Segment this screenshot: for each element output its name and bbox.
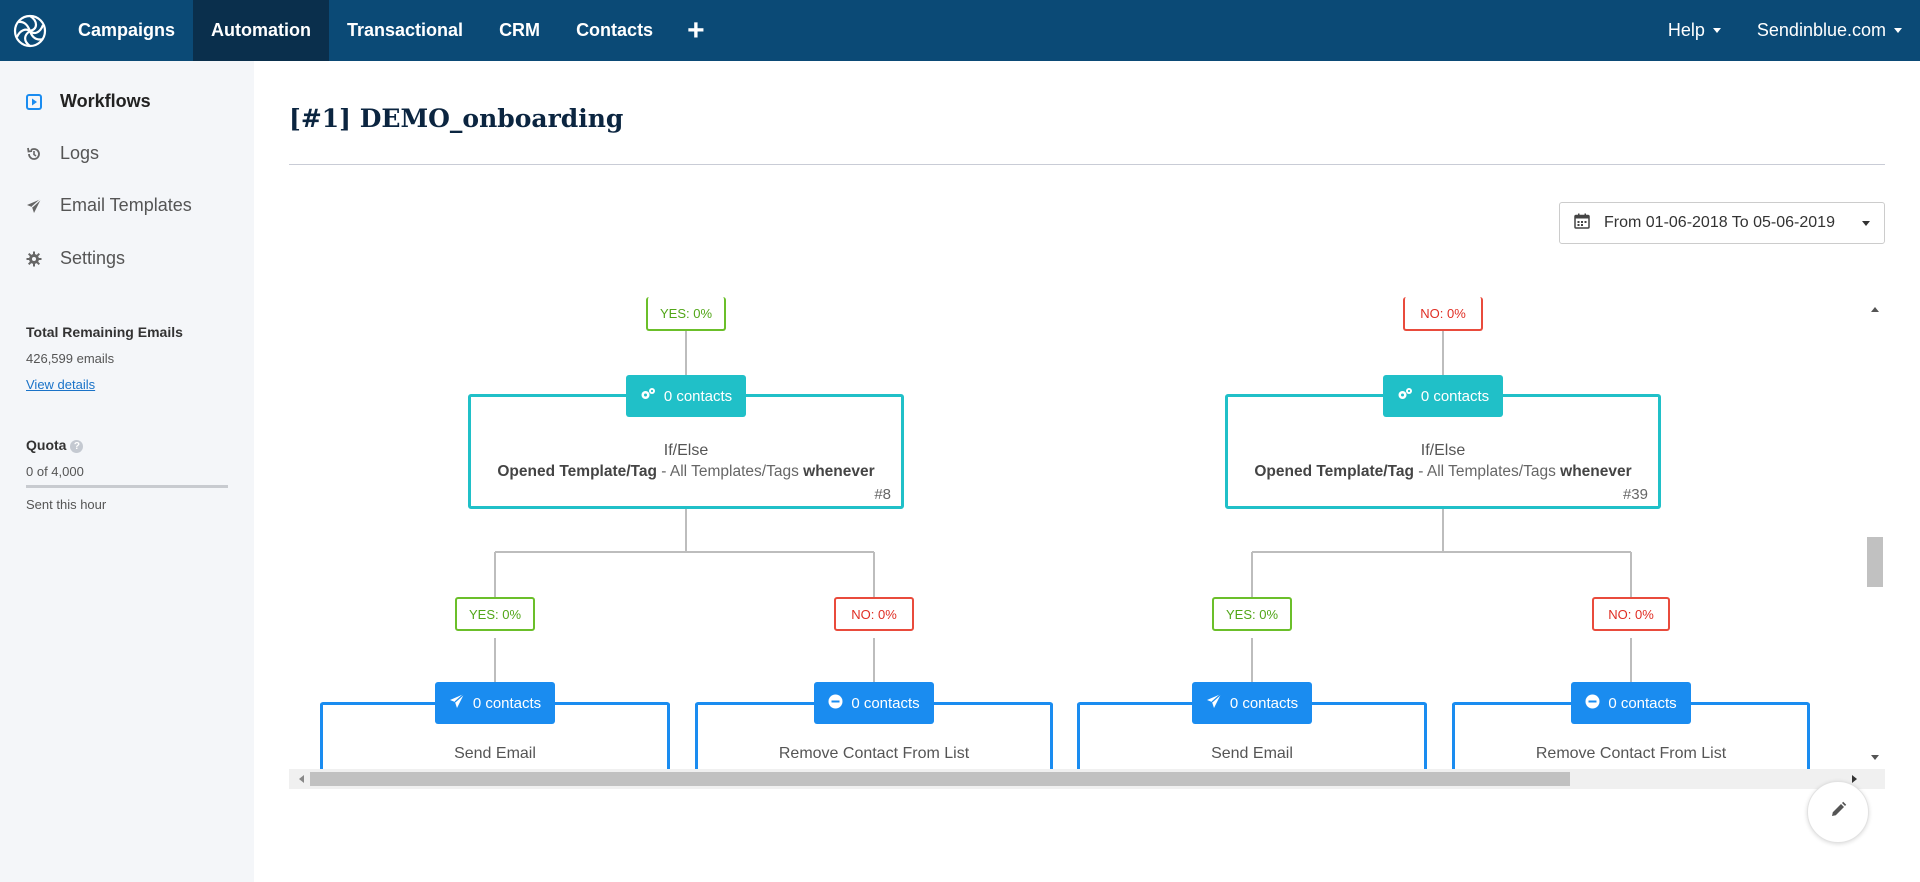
date-range-label: From 01-06-2018 To 05-06-2019 xyxy=(1604,214,1835,231)
step-description: Opened Template/Tag - All Templates/Tags… xyxy=(1228,463,1658,481)
step-type: Send Email xyxy=(454,745,536,762)
top-nav: Campaigns Automation Transactional CRM C… xyxy=(0,0,1920,61)
sidebar-item-email-templates[interactable]: Email Templates xyxy=(26,195,192,216)
quota-title: Quota? xyxy=(26,437,84,453)
contacts-count: 0 contacts xyxy=(1229,694,1299,712)
help-label: Help xyxy=(1667,20,1705,40)
contacts-count: 0 contacts xyxy=(663,387,733,405)
account-dropdown[interactable]: Sendinblue.com xyxy=(1739,20,1920,41)
horizontal-scrollbar[interactable] xyxy=(289,769,1885,789)
paper-plane-icon xyxy=(1206,693,1222,713)
step-type: If/Else xyxy=(1420,442,1466,459)
no-percent-tag: NO: 0% xyxy=(1403,297,1483,331)
condition-detail: - All Templates/Tags xyxy=(1413,463,1561,480)
nav-crm[interactable]: CRM xyxy=(499,20,541,40)
step-type: If/Else xyxy=(663,442,709,459)
help-icon[interactable]: ? xyxy=(70,439,84,453)
paper-plane-icon xyxy=(449,693,465,713)
contacts-count: 0 contacts xyxy=(1608,694,1677,712)
cogs-icon xyxy=(640,387,656,405)
sidebar-item-label: Logs xyxy=(60,143,100,163)
step-description: Opened Template/Tag - All Templates/Tags… xyxy=(471,463,901,481)
paper-plane-icon xyxy=(26,198,42,214)
play-square-icon xyxy=(26,93,42,110)
nav-right: Help Sendinblue.com xyxy=(1650,0,1920,61)
account-label: Sendinblue.com xyxy=(1756,20,1886,40)
scroll-arrows-icon xyxy=(1871,307,1879,760)
sendinblue-logo-icon[interactable] xyxy=(0,0,60,61)
view-details-link[interactable]: View details xyxy=(26,377,96,392)
vertical-scrollbar[interactable] xyxy=(1865,297,1885,767)
pencil-icon xyxy=(1829,801,1847,824)
cogs-icon xyxy=(1397,387,1413,405)
condition-name: Opened Template/Tag xyxy=(497,463,657,480)
quota-title-label: Quota xyxy=(26,437,67,453)
contacts-count-badge[interactable]: 0 contacts xyxy=(1571,682,1691,724)
history-icon xyxy=(26,146,42,162)
date-range-picker[interactable]: From 01-06-2018 To 05-06-2019 xyxy=(1559,202,1885,244)
contacts-count-badge[interactable]: 0 contacts xyxy=(814,682,934,724)
scrollbar-thumb[interactable] xyxy=(1867,537,1883,587)
scrollbar-thumb[interactable] xyxy=(310,772,1570,786)
chevron-down-icon xyxy=(1862,220,1870,226)
scroll-arrows-icon xyxy=(299,775,1857,783)
contacts-count: 0 contacts xyxy=(851,694,920,712)
if-else-step[interactable]: If/Else Opened Template/Tag - All Templa… xyxy=(468,394,904,509)
contacts-count-badge[interactable]: 0 contacts xyxy=(1383,375,1503,417)
contacts-count: 0 contacts xyxy=(1420,387,1490,405)
page-title: [#1] DEMO_onboarding xyxy=(289,104,624,133)
step-number: #8 xyxy=(874,486,891,503)
sidebar-item-settings[interactable]: Settings xyxy=(26,248,125,269)
chevron-down-icon xyxy=(1894,28,1902,33)
workflow-connectors xyxy=(494,331,1632,684)
edit-workflow-button[interactable] xyxy=(1807,781,1869,843)
sidebar-item-label: Email Templates xyxy=(60,195,192,215)
title-divider xyxy=(289,164,1885,165)
condition-frequency: whenever xyxy=(1560,463,1632,480)
minus-circle-icon xyxy=(828,694,843,713)
yes-percent-tag: YES: 0% xyxy=(1212,597,1292,631)
gear-icon xyxy=(26,251,42,267)
no-percent-tag: NO: 0% xyxy=(834,597,914,631)
chevron-down-icon xyxy=(1712,28,1721,33)
sidebar-item-label: Settings xyxy=(60,248,126,268)
sidebar-item-workflows[interactable]: Workflows xyxy=(26,91,151,112)
no-percent-tag: NO: 0% xyxy=(1592,597,1670,631)
workflow-canvas[interactable]: YES: 0% If/Else Opened Template/Tag - Al… xyxy=(289,297,1885,789)
add-app-button[interactable]: + xyxy=(687,13,705,47)
help-dropdown[interactable]: Help xyxy=(1650,20,1739,41)
contacts-count: 0 contacts xyxy=(472,694,542,712)
quota-progress-bar xyxy=(26,485,228,488)
step-number: #39 xyxy=(1622,486,1648,503)
calendar-icon xyxy=(1574,213,1590,234)
condition-detail: - All Templates/Tags xyxy=(656,463,804,480)
contacts-count-badge[interactable]: 0 contacts xyxy=(435,682,555,724)
condition-frequency: whenever xyxy=(803,463,875,480)
contacts-count-badge[interactable]: 0 contacts xyxy=(626,375,746,417)
contacts-count-badge[interactable]: 0 contacts xyxy=(1192,682,1312,724)
sidebar-item-label: Workflows xyxy=(60,91,151,111)
nav-automation[interactable]: Automation xyxy=(193,0,330,61)
sidebar-item-logs[interactable]: Logs xyxy=(26,143,99,164)
condition-name: Opened Template/Tag xyxy=(1254,463,1414,480)
quota-note: Sent this hour xyxy=(26,497,107,512)
nav-transactional[interactable]: Transactional xyxy=(347,20,464,40)
step-type: Remove Contact From List xyxy=(778,745,970,762)
step-type: Remove Contact From List xyxy=(1535,745,1727,762)
quota-value: 0 of 4,000 xyxy=(26,464,84,479)
yes-percent-tag: YES: 0% xyxy=(455,597,535,631)
yes-percent-tag: YES: 0% xyxy=(646,297,726,331)
step-type: Send Email xyxy=(1211,745,1293,762)
sidebar: Workflows Logs Email Templates Settings … xyxy=(0,61,254,882)
minus-circle-icon xyxy=(1585,694,1600,713)
nav-campaigns[interactable]: Campaigns xyxy=(78,20,176,40)
nav-contacts[interactable]: Contacts xyxy=(576,20,654,40)
remaining-emails-title: Total Remaining Emails xyxy=(26,324,183,340)
remaining-emails-value: 426,599 emails xyxy=(26,351,115,366)
